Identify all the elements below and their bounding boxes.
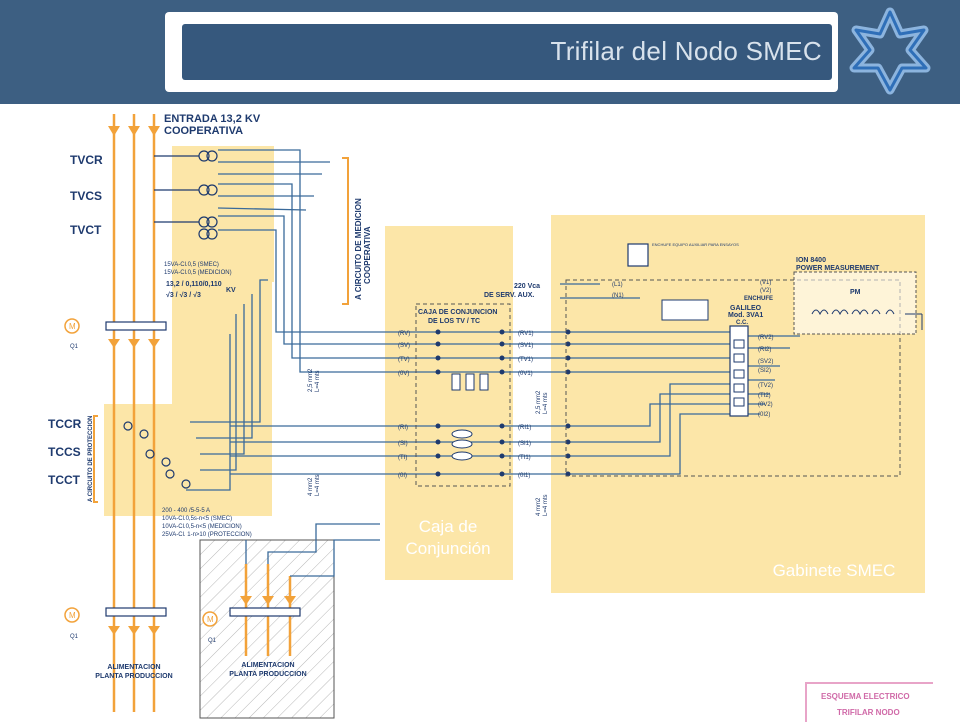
- tvcs-label: TVCS: [70, 189, 102, 203]
- galileo-3: C.C.: [736, 320, 748, 326]
- page-title: Trifilar del Nodo SMEC: [550, 36, 822, 66]
- tvcr-label: TVCR: [70, 153, 103, 167]
- q1-label-top: Q1: [70, 344, 79, 350]
- spec-tv-kv: KV: [226, 287, 236, 294]
- alimentacion-1a: ALIMENTACION: [107, 664, 160, 671]
- caja-left-term-3: (0V): [398, 371, 409, 377]
- q1-label-hatched: Q1: [208, 638, 217, 644]
- spec-tc-2: 10VA-Cl.0,5s-n<5 (SMEC): [162, 516, 232, 522]
- l1-label: (L1): [612, 282, 623, 288]
- spec-tc-4: 25VA-Cl. 1-n>10 (PROTECCION): [162, 532, 252, 538]
- gabinete-smec-label: Gabinete SMEC: [772, 561, 896, 580]
- legend-line-2: TRIFILAR NODO: [837, 708, 900, 717]
- ion-term-v2: (V2): [760, 288, 771, 294]
- gabinete-term-6: (0V2): [758, 402, 773, 408]
- enchufe-label: ENCHUFE: [744, 296, 773, 302]
- caja-title-1: CAJA DE CONJUNCION: [418, 309, 497, 316]
- caja-right-term-5: (SI1): [518, 441, 531, 447]
- legend-box: ESQUEMA ELECTRICO TRIFILAR NODO: [805, 682, 933, 722]
- spec-tc-3: 10VA-Cl.0,5-n<5 (MEDICION): [162, 524, 242, 530]
- header-band: Trifilar del Nodo SMEC: [0, 0, 960, 104]
- cable-label-1b: L=4 mts: [315, 370, 321, 392]
- gabinete-right-labels: (RV2) (RI2) (SV2) (SI2) (TV2) (TI2) (0V2) (0I2): [758, 335, 774, 418]
- galileo-2: Mod. 3VA1: [728, 312, 763, 319]
- medicion-vertical-1: A CIRCUITO DE MEDICION: [354, 198, 363, 300]
- caja-left-term-7: (0I): [398, 473, 407, 479]
- pm-label: PM: [850, 289, 861, 296]
- caja-right-term-2: (TV1): [518, 357, 533, 363]
- motor-label-bottom: M: [69, 611, 76, 620]
- cable-label-3: 2,5 mm2: [536, 390, 542, 414]
- cable-label-2: 4 mm2: [308, 477, 314, 496]
- proteccion-vertical: A CIRCUITO DE PROTECCION: [88, 416, 94, 502]
- legend-line-1: ESQUEMA ELECTRICO: [821, 692, 910, 701]
- medicion-vertical-2: COOPERATIVA: [363, 226, 372, 284]
- motor-label-hatched: M: [207, 615, 214, 624]
- caja-right-term-6: (TI1): [518, 455, 531, 461]
- alimentacion-2b: PLANTA PRODUCCION: [229, 671, 306, 678]
- tccr-label: TCCR: [48, 417, 82, 431]
- cable-label-4b: L=4 mts: [543, 494, 549, 516]
- caja-left-labels: (RV) (SV) (TV) (0V) (RI) (SI) (TI) (0I): [398, 331, 410, 479]
- caja-right-term-0: (RV1): [518, 331, 534, 337]
- motor-label-top: M: [69, 322, 76, 331]
- caja-conjuncion-panel: [385, 226, 513, 580]
- serv-aux-1: 220 Vca: [514, 283, 540, 290]
- caja-right-term-4: (RI1): [518, 425, 531, 431]
- caja-left-term-2: (TV): [398, 357, 410, 363]
- gabinete-term-7: (0I2): [758, 412, 770, 418]
- gabinete-term-5: (TI2): [758, 393, 771, 399]
- alimentacion-1b: PLANTA PRODUCCION: [95, 673, 172, 680]
- n1-label: (N1): [612, 293, 624, 299]
- spec-tv-4: √3 / √3 / √3: [166, 291, 201, 299]
- gabinete-term-0: (RV2): [758, 335, 774, 341]
- caja-right-labels: (RV1) (SV1) (TV1) (0V1) (RI1) (SI1) (TI1) (0I1): [518, 331, 534, 479]
- cable-label-2b: L=4 mts: [315, 474, 321, 496]
- serv-aux-2: DE SERV. AUX.: [484, 292, 534, 299]
- ion-term-v1: (V1): [760, 280, 771, 286]
- caja-left-term-6: (TI): [398, 455, 407, 461]
- cooperativa-label: COOPERATIVA: [164, 125, 243, 137]
- caja-right-term-7: (0I1): [518, 473, 530, 479]
- caja-left-term-1: (SV): [398, 343, 410, 349]
- caja-title-2: DE LOS TV / TC: [428, 318, 480, 325]
- caja-left-term-4: (RI): [398, 425, 408, 431]
- caja-left-term-5: (SI): [398, 441, 408, 447]
- cable-label-1: 2,5 mm2: [308, 368, 314, 392]
- spec-tv-2: 15VA-Cl.0,5 (MEDICION): [164, 270, 232, 276]
- schematic: ENTRADA 13,2 KV COOPERATIVA TVCR TVCS TV…: [48, 113, 925, 719]
- gabinete-term-2: (SV2): [758, 359, 773, 365]
- q1-label-bottom: Q1: [70, 634, 79, 640]
- title-bar: Trifilar del Nodo SMEC: [182, 24, 832, 80]
- spec-tv-1: 15VA-Cl.0,5 (SMEC): [164, 262, 219, 268]
- tv-highlight-panel: [172, 146, 274, 282]
- gabinete-term-4: (TV2): [758, 383, 773, 389]
- left-bus-panel: [104, 404, 194, 516]
- caja-conjuncion-label: Caja de Conjunción: [388, 516, 508, 560]
- alimentacion-2a: ALIMENTACION: [241, 662, 294, 669]
- caja-right-term-3: (0V1): [518, 371, 533, 377]
- gabinete-term-3: (SI2): [758, 368, 771, 374]
- galileo-1: GALILEO: [730, 305, 762, 312]
- smec-logo-icon: [849, 7, 931, 95]
- caja-left-term-0: (RV): [398, 331, 410, 337]
- ion-title-1: ION 8400: [796, 257, 826, 264]
- spec-tv-3: 13,2 / 0,110/0,110: [166, 281, 222, 288]
- enchufe-equipo-label: ENCHUFE EQUIPO AUXILIAR PARA ENSAYOS: [652, 242, 739, 247]
- caja-label-line-1: Caja de: [418, 517, 478, 536]
- ion-title-2: POWER MEASUREMENT: [796, 265, 880, 272]
- tvct-label: TVCT: [70, 223, 102, 237]
- tcct-label: TCCT: [48, 473, 81, 487]
- entrada-label: ENTRADA 13,2 KV: [164, 113, 261, 125]
- caja-label-line-2: Conjunción: [405, 539, 491, 558]
- cable-label-4: 4 mm2: [536, 497, 542, 516]
- spec-tc-1: 200 - 400 /5-5-5 A: [162, 508, 210, 514]
- gabinete-term-1: (RI2): [758, 347, 771, 353]
- caja-right-term-1: (SV1): [518, 343, 533, 349]
- cable-label-3b: L=4 mts: [543, 392, 549, 414]
- tccs-label: TCCS: [48, 445, 81, 459]
